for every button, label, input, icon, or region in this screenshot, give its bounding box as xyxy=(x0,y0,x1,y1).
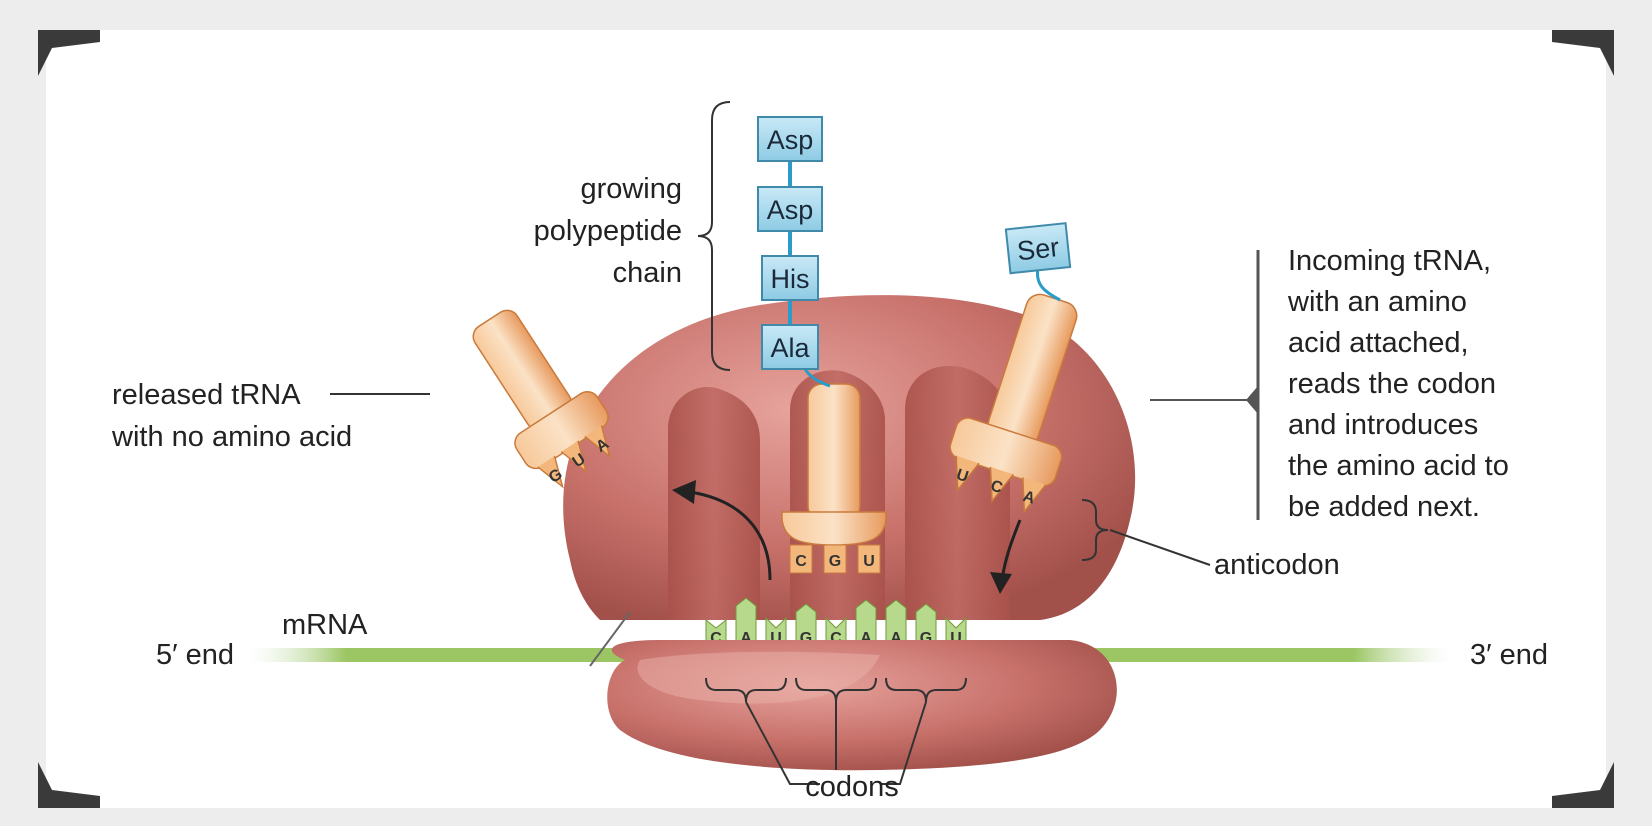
five-prime-label: 5′ end xyxy=(156,639,234,671)
amino-acid-ser: Ser xyxy=(1006,223,1070,273)
svg-text:polypeptide: polypeptide xyxy=(534,215,682,247)
anticodon-label: anticodon xyxy=(1214,549,1340,581)
amino-acid-label: His xyxy=(771,264,810,294)
svg-text:Incoming tRNA,: Incoming tRNA, xyxy=(1288,245,1491,277)
svg-text:with no amino acid: with no amino acid xyxy=(111,421,352,453)
svg-text:and introduces: and introduces xyxy=(1288,409,1478,441)
svg-text:released tRNA: released tRNA xyxy=(112,379,301,411)
amino-acid-asp-2: Asp xyxy=(758,187,822,231)
svg-text:the amino acid to: the amino acid to xyxy=(1288,450,1509,482)
amino-acid-ala: Ala xyxy=(762,325,818,369)
amino-acid-label: Asp xyxy=(767,195,814,225)
amino-acid-his: His xyxy=(762,256,818,300)
codons-label: codons xyxy=(805,771,899,803)
center-anticodon-base-3: U xyxy=(863,553,875,570)
amino-acid-asp-1: Asp xyxy=(758,117,822,161)
mrna-label: mRNA xyxy=(282,609,368,641)
three-prime-label: 3′ end xyxy=(1470,639,1548,671)
center-anticodon-base-2: G xyxy=(829,553,841,570)
center-anticodon-base-1: C xyxy=(795,553,807,570)
svg-text:chain: chain xyxy=(613,257,682,289)
svg-text:acid attached,: acid attached, xyxy=(1288,327,1469,359)
svg-text:growing: growing xyxy=(580,173,682,205)
amino-acid-label: Asp xyxy=(767,125,814,155)
svg-text:reads the codon: reads the codon xyxy=(1288,368,1496,400)
svg-text:with an amino: with an amino xyxy=(1287,286,1467,318)
svg-text:be added next.: be added next. xyxy=(1288,491,1480,523)
amino-acid-label: Ala xyxy=(770,333,810,363)
amino-acid-label: Ser xyxy=(1016,232,1061,266)
ribosome-site-e xyxy=(668,387,760,620)
